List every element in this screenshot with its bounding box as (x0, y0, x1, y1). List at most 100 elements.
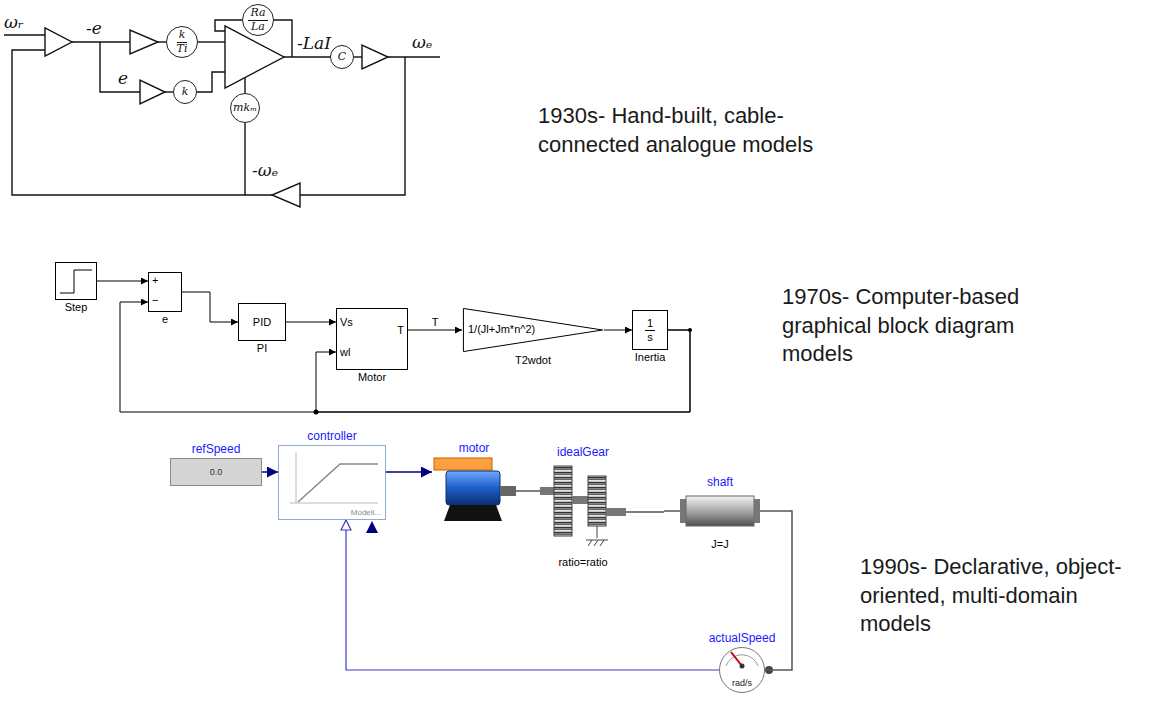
drawing-stroke (284, 56, 330, 57)
gear-icon: idealGearratio=ratio (540, 462, 626, 548)
input-port (366, 521, 378, 533)
block-text: mkₘ (233, 102, 257, 115)
signal-connector (182, 292, 238, 322)
drawing-stroke (731, 652, 742, 666)
gear-drawing (540, 466, 626, 546)
signal-connector (408, 330, 462, 331)
block-name: J=J (711, 538, 728, 551)
block-name: actualSpeed (709, 632, 776, 646)
signal-label: -LaI (297, 33, 331, 53)
drawing-stroke (754, 499, 760, 523)
potentiometer-circle: mkₘ (230, 93, 260, 123)
gain-outline-shape (463, 308, 602, 351)
signal-label: -e (86, 18, 102, 38)
block-name: ratio=ratio (558, 556, 607, 569)
drawing-stroke (272, 183, 300, 207)
signal-connector (516, 490, 540, 492)
drawing-stroke (554, 466, 572, 536)
signal-connector (386, 471, 432, 473)
sum-block: +−e (148, 272, 182, 312)
port-label: Vs (340, 316, 353, 329)
potentiometer-circle: C (330, 45, 354, 69)
signal-connector (626, 511, 664, 513)
drawing-stroke (586, 526, 608, 546)
drawing-stroke (680, 499, 686, 523)
step-block: Step (55, 262, 97, 300)
speed-sensor: actualSpeedrad/s (719, 647, 765, 693)
block-text: k (182, 86, 189, 99)
block-name: Motor (358, 371, 386, 384)
block-name: idealGear (557, 446, 609, 460)
port-label: + (152, 274, 158, 287)
port-label: T (397, 324, 404, 337)
analogue-wiring (4, 20, 440, 195)
signal-connector (120, 302, 690, 412)
signal-label: e (118, 68, 128, 88)
potentiometer-circle: k (173, 80, 197, 104)
block-name: Inertia (635, 351, 666, 364)
drawing-stroke (198, 41, 225, 42)
drawing-stroke (606, 508, 626, 516)
signal-connector (286, 322, 336, 323)
era-caption: 1990s- Declarative, object-oriented, mul… (860, 553, 1140, 639)
block-name: PI (257, 342, 267, 355)
drawing-stroke (686, 496, 754, 526)
drawing-stroke (434, 458, 492, 470)
drawing-stroke (446, 471, 500, 505)
drawing-stroke (588, 476, 606, 526)
signal-connector (765, 511, 792, 670)
era-caption: 1970s- Computer-based graphical block di… (782, 283, 1047, 369)
drawing-stroke (4, 34, 45, 35)
inertia-icon: shaftJ=J (664, 492, 776, 530)
drawing-stroke (197, 72, 225, 92)
integrator-block: 1sInertia (632, 310, 668, 350)
block-name: Step (65, 301, 88, 314)
drawing-stroke (298, 464, 378, 502)
pid-block: PIDPI (238, 303, 286, 341)
port-label: wl (340, 346, 350, 359)
drawing-stroke (244, 123, 245, 195)
block-text: rad/s (732, 678, 752, 688)
signal-connector (604, 330, 632, 331)
potentiometer-circle: kTi (166, 26, 198, 58)
block-name: refSpeed (192, 443, 241, 457)
block-name: controller (307, 430, 356, 444)
block-text: s (647, 331, 653, 344)
signal-label: ωₑ (412, 32, 432, 52)
drawing-stroke (362, 45, 388, 69)
drawing-stroke (140, 80, 165, 104)
block-name: e (162, 313, 168, 326)
drawing-stroke (500, 486, 516, 496)
block-name: T2wdot (515, 354, 551, 367)
motor-icon: motor (432, 458, 516, 522)
controller-block: controllerModeli... (278, 445, 386, 520)
signal-connector (262, 471, 278, 473)
controller-graph (290, 452, 378, 503)
block-text: Ti (177, 43, 188, 56)
gain-triangle: 1/(Jl+Jm*n^2)T2wdot (462, 308, 604, 352)
drawing-stroke (740, 664, 745, 669)
era-caption: 1930s- Hand-built, cable-connected analo… (538, 102, 838, 159)
shaft-drawing (664, 496, 776, 526)
drawing-stroke (300, 57, 405, 195)
drawing-stroke (72, 41, 130, 42)
drawing-stroke (45, 28, 72, 56)
block-text: 1 (645, 317, 655, 331)
potentiometer-circle: RaLa (242, 4, 274, 36)
drawing-stroke (444, 505, 502, 521)
drawing-stroke (540, 487, 554, 495)
block-text: Ra (248, 7, 267, 21)
port-label: 1/(Jl+Jm*n^2) (468, 323, 535, 336)
block-text: k (177, 29, 188, 43)
step-waveform (60, 270, 92, 293)
drawing-stroke (274, 20, 292, 57)
drawing-stroke (388, 56, 440, 57)
constant-source: refSpeed0.0 (170, 458, 262, 486)
port-label: Modeli... (351, 508, 381, 517)
block-name: shaft (707, 476, 733, 490)
drawing-stroke (354, 56, 362, 57)
port-label: − (152, 294, 158, 307)
block-text: 0.0 (210, 467, 223, 477)
signal-label: -ωₑ (252, 160, 278, 180)
drawing-stroke (572, 496, 588, 504)
